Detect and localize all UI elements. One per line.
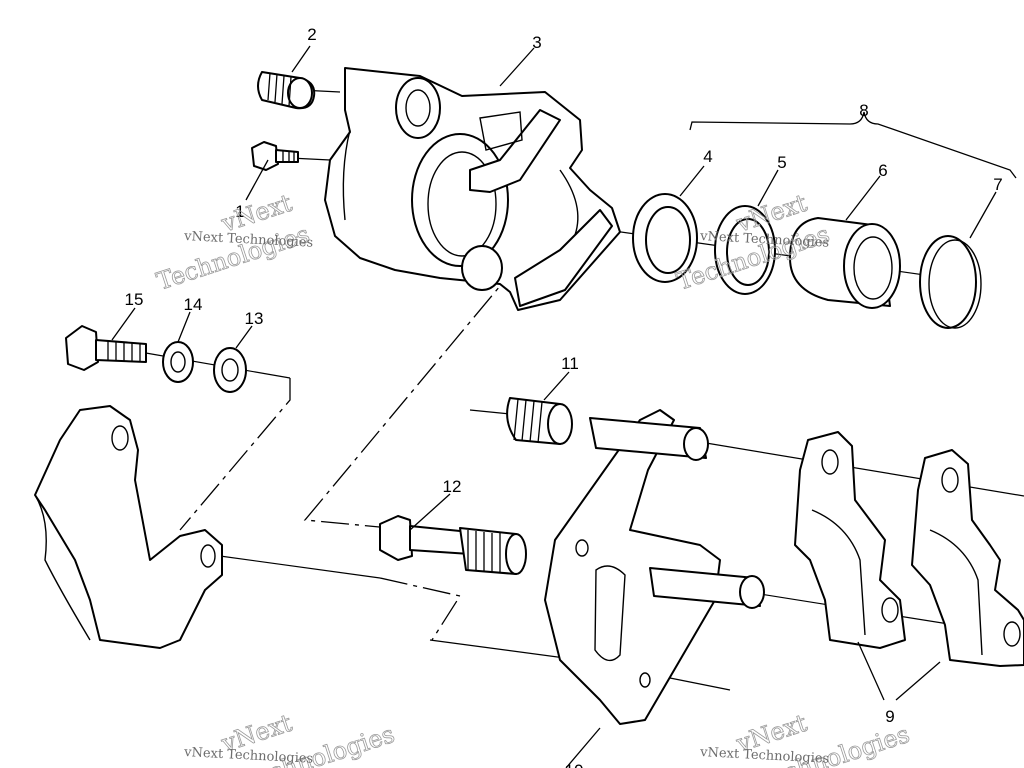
callout-4: 4 <box>703 147 712 166</box>
callout-11: 11 <box>561 354 579 373</box>
group-bracket-8 <box>689 111 1017 179</box>
part-brake-pad-outer <box>911 449 1024 667</box>
callout-1: 1 <box>235 202 244 221</box>
part-seal-ring <box>632 193 698 283</box>
callout-15: 15 <box>125 290 144 309</box>
part-bleeder-screw <box>251 141 299 171</box>
watermark-top-left: vNext Technologies vNext Technologies <box>153 188 314 296</box>
watermark-bottom-left: vNext Technologies vNext Technologies <box>183 708 399 768</box>
callout-2: 2 <box>307 25 316 44</box>
part-bleeder-plug <box>257 71 316 110</box>
part-pin-boot <box>506 397 573 445</box>
callout-13: 13 <box>245 309 264 328</box>
callout-6: 6 <box>878 161 887 180</box>
part-lock-washer <box>162 341 194 383</box>
callout-9: 9 <box>885 707 894 726</box>
part-dust-seal <box>714 205 776 295</box>
callout-7: 7 <box>993 175 1002 194</box>
leader-lines <box>111 45 997 768</box>
callout-numbers: 1 2 3 4 5 6 7 8 9 10 11 12 13 14 15 <box>125 25 1003 768</box>
callout-14: 14 <box>184 295 203 314</box>
part-brake-pad-inner <box>794 431 906 649</box>
part-mounting-bolt <box>65 325 147 371</box>
svg-text:vNext Technologies: vNext Technologies <box>699 229 830 251</box>
callout-12: 12 <box>443 477 462 496</box>
part-piston-cap <box>919 235 982 329</box>
svg-text:vNext Technologies: vNext Technologies <box>183 229 314 251</box>
callout-8: 8 <box>859 101 868 120</box>
callout-5: 5 <box>777 153 786 172</box>
part-caliper-body <box>324 67 621 311</box>
part-flat-washer <box>213 347 247 393</box>
reference-dash-lines <box>179 261 521 641</box>
part-slide-pin <box>379 515 527 575</box>
callout-3: 3 <box>532 33 541 52</box>
part-piston <box>789 217 901 309</box>
part-mounting-knuckle <box>34 405 223 649</box>
part-caliper-bracket <box>544 409 765 725</box>
svg-text:vNext Technologies: vNext Technologies <box>699 745 830 767</box>
callout-10: 10 <box>565 761 584 768</box>
watermark-bottom-right: vNext Technologies vNext Technologies <box>699 708 914 768</box>
svg-text:vNext Technologies: vNext Technologies <box>183 745 314 767</box>
